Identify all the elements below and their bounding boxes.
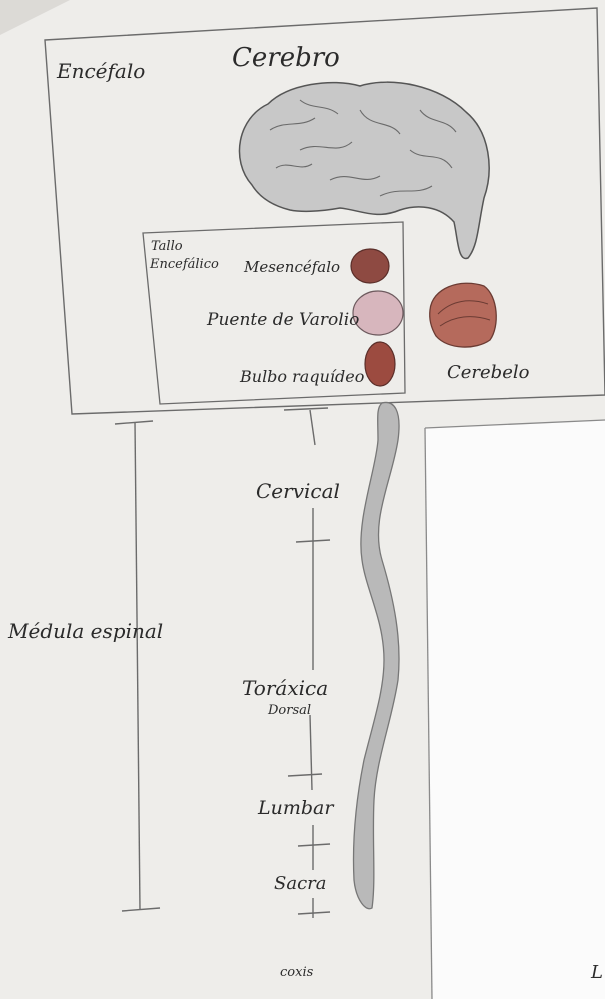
label-coxis: coxis: [280, 965, 314, 980]
label-toraxica: Toráxica: [242, 676, 328, 700]
label-encefalo: Encéfalo: [56, 59, 145, 83]
blank-sheet-region: [425, 420, 605, 999]
label-lumbar: Lumbar: [257, 797, 335, 819]
label-sacra: Sacra: [274, 873, 326, 894]
puente-de-varolio-shape: [353, 291, 403, 335]
label-bulbo-raquideo: Bulbo raquídeo: [239, 367, 364, 386]
cerebelo-shape: [430, 283, 497, 347]
label-tallo-line1: Tallo: [151, 239, 183, 254]
corner-mark: L: [590, 962, 603, 983]
label-cerebro: Cerebro: [232, 43, 340, 73]
bulbo-raquideo-shape: [365, 342, 395, 386]
label-puente-de-varolio: Puente de Varolio: [206, 310, 359, 330]
label-medula-espinal: Médula espinal: [7, 619, 163, 643]
label-cerebelo: Cerebelo: [447, 362, 530, 383]
label-cervical: Cervical: [256, 479, 340, 503]
label-dorsal: Dorsal: [267, 703, 311, 718]
label-tallo-line2: Encefálico: [149, 257, 219, 272]
mesencefalo-shape: [351, 249, 389, 283]
label-mesencefalo: Mesencéfalo: [243, 258, 340, 276]
